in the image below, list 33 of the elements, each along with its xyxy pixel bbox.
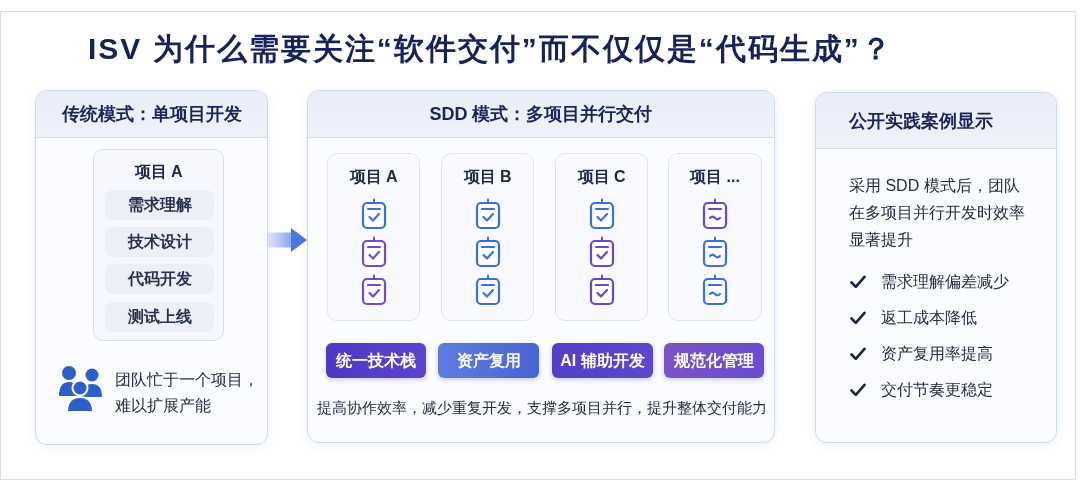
card-title: 项目 C (577, 167, 626, 187)
feature-tag: 资产复用 (438, 343, 539, 378)
arrow (268, 228, 307, 252)
panel-header: SDD 模式：多项目并行交付 (308, 91, 774, 138)
benefit-text: 需求理解偏差减少 (881, 272, 1009, 292)
feature-tag: AI 辅助开发 (552, 343, 653, 378)
project-card (93, 149, 224, 341)
benefit-text: 资产复用率提高 (881, 344, 993, 364)
card-title: 项目 B (463, 167, 512, 187)
feature-tag: 统一技术栈 (326, 343, 426, 378)
panel-header: 传统模式：单项目开发 (36, 91, 267, 138)
project-card (441, 153, 534, 321)
project-card (668, 153, 762, 321)
card-title: 项目 A (349, 167, 398, 187)
step-pill: 测试上线 (105, 302, 214, 332)
benefit-text: 返工成本降低 (881, 308, 977, 328)
panel (307, 90, 775, 443)
description-text: 采用 SDD 模式后，团队在多项目并行开发时效率显著提升 (849, 176, 1026, 250)
card-title: 项目 ... (690, 167, 740, 187)
panel (35, 90, 268, 445)
step-pill: 代码开发 (105, 264, 214, 294)
card-title: 项目 A (134, 162, 183, 182)
panel (815, 92, 1057, 443)
summary-text: 提高协作效率，减少重复开发，支撑多项目并行，提升整体交付能力 (317, 399, 767, 418)
step-pill: 技术设计 (105, 227, 214, 257)
panel-header: 公开实践案例显示 (816, 93, 1056, 149)
project-card (327, 153, 420, 321)
feature-tag: 规范化管理 (664, 343, 764, 378)
step-pill: 需求理解 (105, 190, 214, 220)
note-text: 团队忙于一个项目，难以扩展产能 (115, 370, 260, 416)
project-card (555, 153, 648, 321)
benefit-text: 交付节奏更稳定 (881, 380, 993, 400)
title: ISV 为什么需要关注“软件交付”而不仅仅是“代码生成”？ (88, 31, 893, 67)
